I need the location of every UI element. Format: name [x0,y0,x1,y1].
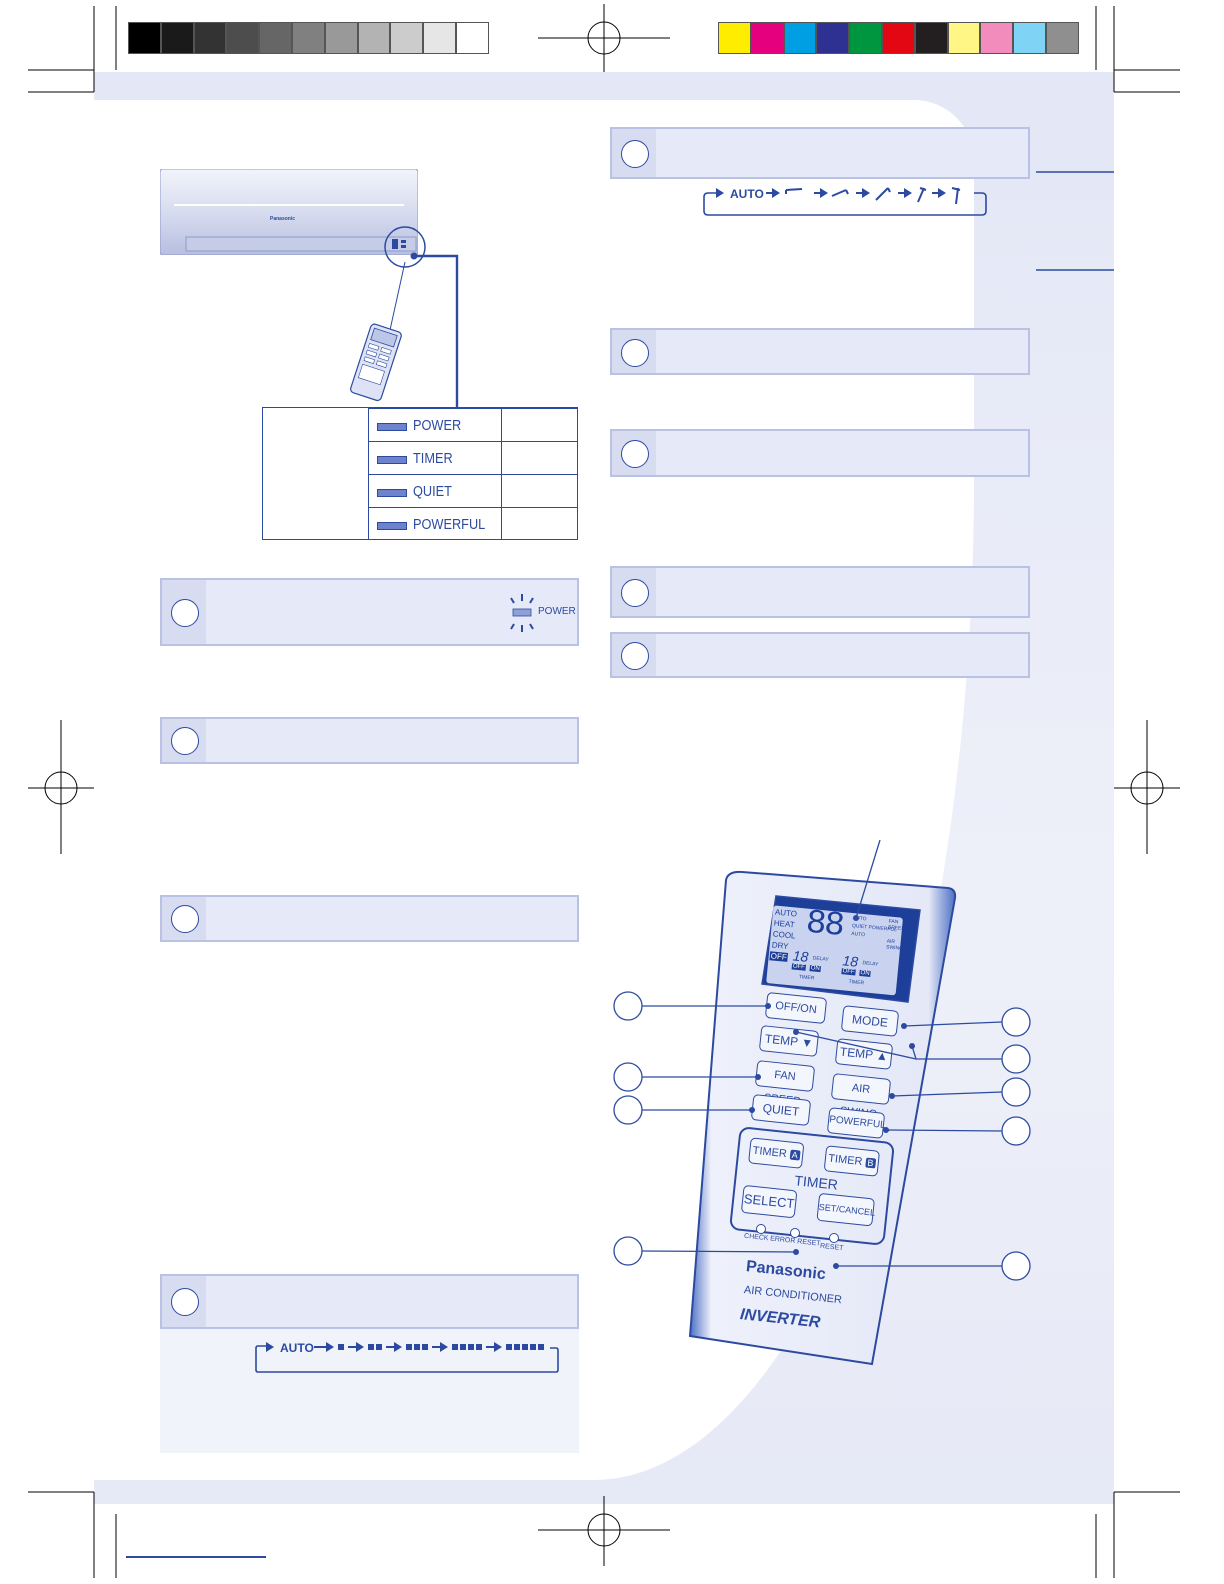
indicator-lamp [377,456,407,464]
color-swatch [226,22,260,54]
fan-speed-auto-label: AUTO [280,1341,314,1355]
indicator-value-cell [501,409,578,441]
color-swatch [816,22,850,54]
indicator-label: QUIET [413,483,452,500]
color-swatch [750,22,784,54]
section-number-circle [621,579,649,607]
indicator-row-power: POWER [369,408,578,441]
reset-pinhole[interactable] [829,1233,839,1243]
section-reset [610,632,1030,678]
check-pinhole[interactable] [756,1224,766,1234]
color-swatch [849,22,882,54]
indicator-value-cell [501,442,578,474]
section-air-swing [610,127,1030,179]
color-swatch [390,22,424,54]
indicator-lamp [377,423,407,431]
color-swatch [947,22,981,54]
indicator-table-blank-cell [263,408,369,539]
color-swatch [128,22,161,54]
section-mode [160,717,579,764]
indicator-value-cell [501,475,578,507]
color-swatch [324,22,358,54]
color-swatch [259,22,292,54]
color-swatch [1013,22,1046,54]
section-timer [610,566,1030,618]
blinking-power-lamp-icon [510,594,534,632]
section-fan-speed [160,1274,579,1329]
color-swatch [292,22,325,54]
indicator-lamp [377,489,407,497]
indicator-row-powerful: POWERFUL [369,507,578,540]
color-swatch [357,22,391,54]
power-indicator-label: POWER [538,606,576,617]
indicator-label: POWER [413,417,462,434]
small-remote-illustration [350,323,402,402]
section-number-circle [621,440,649,468]
color-swatch [1046,22,1079,54]
air-swing-sequence: AUTO [703,187,987,216]
section-number-circle [171,599,199,627]
indicator-lamp [377,522,407,530]
pointer-lines [384,226,459,408]
section-quiet [610,328,1030,375]
indicator-row-quiet: QUIET [369,474,578,507]
section-power: POWER [160,578,579,646]
indicator-row-timer: TIMER [369,441,578,474]
section-temp [160,895,579,942]
error-reset-pinhole[interactable] [790,1228,800,1238]
indoor-unit-brand: Panasonic [270,216,296,222]
indicator-label: POWERFUL [413,516,486,533]
section-number-circle [621,642,649,670]
fan-speed-sequence: AUTO [255,1341,559,1373]
color-swatch [882,22,915,54]
color-swatch [980,22,1014,54]
color-swatch [914,22,948,54]
section-powerful [610,429,1030,477]
air-swing-auto-label: AUTO [730,187,764,201]
remote-control: AUTO HEAT COOL DRY OFF 88 AUTO QUIET POW… [686,866,958,1366]
section-number-circle [621,339,649,367]
indicator-label: TIMER [413,450,453,467]
color-swatch [423,22,456,54]
color-swatch [456,22,489,54]
section-number-circle [621,140,649,168]
section-number-circle [171,905,199,933]
indicator-value-cell [501,508,578,540]
section-number-circle [171,1288,199,1316]
indicator-table: POWER TIMER QUIET POWERFUL [262,407,578,540]
remote-callouts [613,840,1031,1281]
color-swatch [193,22,227,54]
color-swatch [783,22,817,54]
color-swatch [718,22,751,54]
section-number-circle [171,727,199,755]
color-swatch [160,22,194,54]
